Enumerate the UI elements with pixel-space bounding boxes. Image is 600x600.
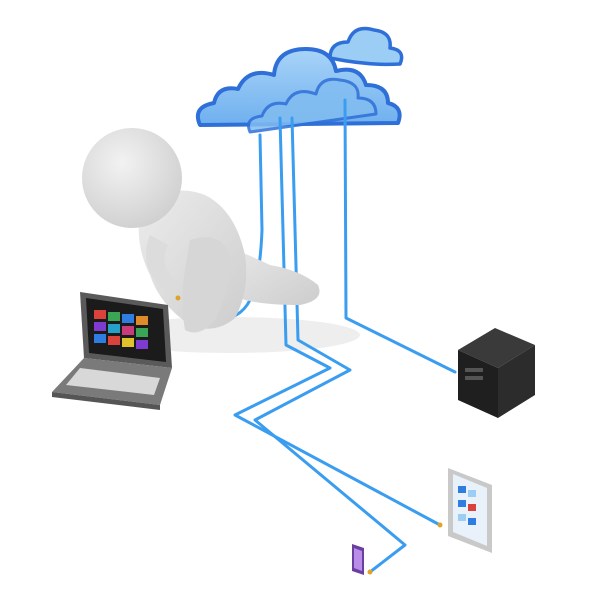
connector (437, 522, 443, 528)
head (82, 128, 182, 228)
smartphone-icon (352, 544, 364, 575)
tablet-icon (448, 468, 492, 553)
figure (82, 128, 320, 333)
connector (367, 569, 373, 575)
tower-pc-icon (458, 328, 535, 418)
cloud-icon (195, 26, 404, 134)
laptop-icon (52, 292, 172, 410)
connector (175, 295, 181, 301)
